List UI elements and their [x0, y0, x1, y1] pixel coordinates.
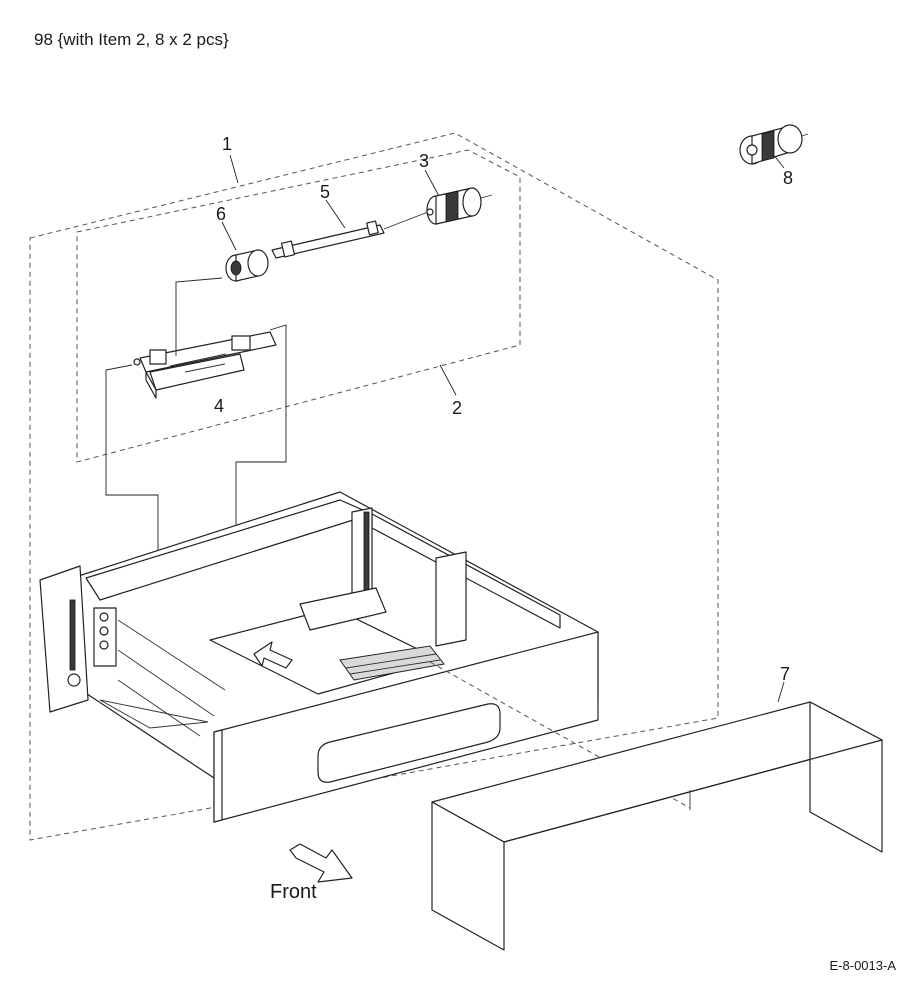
- callout-item-7: 7: [780, 664, 790, 684]
- shaft-part-5: [271, 211, 429, 259]
- holder-part-4: [133, 331, 277, 399]
- assembly-1-boundary: [29, 132, 719, 841]
- callout-item-1: 1: [222, 134, 232, 154]
- callout-item-6: 6: [216, 204, 226, 224]
- paper-tray: [39, 491, 599, 823]
- routing-line-holder: [105, 364, 159, 560]
- tray-to-cover-projection: [429, 661, 691, 809]
- callout-item-4: 4: [214, 396, 224, 416]
- figure-code: E-8-0013-A: [829, 958, 896, 973]
- parts-note: 98 {with Item 2, 8 x 2 pcs}: [34, 30, 229, 49]
- leader-item-1: [229, 154, 239, 184]
- tray-handle: [317, 703, 501, 783]
- leader-item-7: [777, 681, 785, 703]
- tray-cover-part-7: [431, 701, 883, 951]
- front-direction-arrow: Front: [270, 843, 353, 903]
- feed-roller-part-3: [426, 187, 493, 225]
- callout-item-2: 2: [452, 398, 462, 418]
- routing-line-left: [175, 277, 223, 356]
- callout-item-3: 3: [419, 151, 429, 171]
- leader-item-2: [439, 364, 457, 396]
- leader-item-5: [325, 199, 346, 229]
- kit-2-boundary: [76, 149, 521, 463]
- front-label: Front: [270, 881, 317, 903]
- callout-item-8: 8: [783, 168, 793, 188]
- callout-item-5: 5: [320, 182, 330, 202]
- routing-line-right: [235, 324, 287, 545]
- roller-part-8: [739, 124, 809, 165]
- leader-item-3: [424, 169, 441, 199]
- leader-item-6: [221, 221, 237, 251]
- roller-part-6: [225, 249, 269, 282]
